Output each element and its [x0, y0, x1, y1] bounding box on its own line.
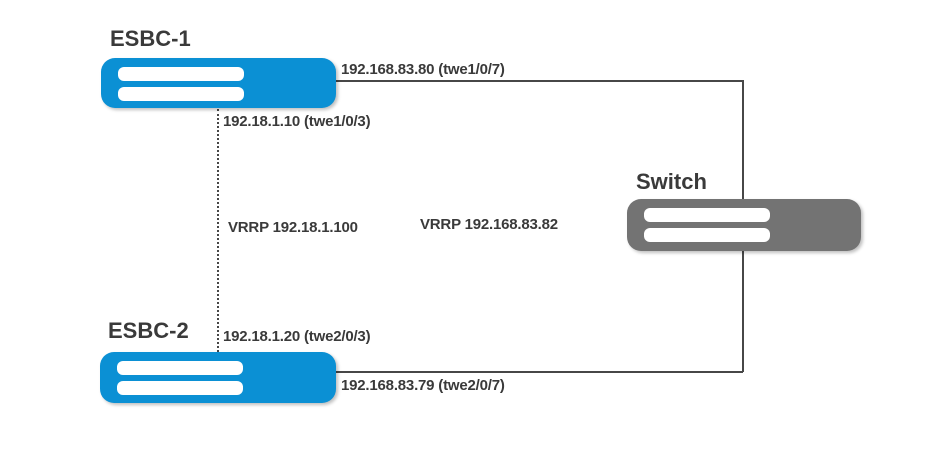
esbc2-device: [100, 352, 336, 403]
label-vrrp-external-ip: VRRP 192.168.83.82: [420, 216, 558, 233]
label-esbc1-uplink-ip: 192.168.83.80 (twe1/0/7): [341, 61, 505, 78]
esbc2-title: ESBC-2: [108, 318, 189, 343]
esbc1-title: ESBC-1: [110, 26, 191, 51]
label-esbc2-uplink-ip: 192.168.83.79 (twe2/0/7): [341, 377, 505, 394]
esbc1-port-bar-2: [118, 87, 244, 101]
esbc2-port-bar-1: [117, 361, 243, 375]
switch-port-bar-1: [644, 208, 770, 222]
label-esbc2-crosslink-ip: 192.18.1.20 (twe2/0/3): [223, 328, 371, 345]
link-line-esbc1-to-switch: [336, 80, 743, 82]
esbc1-port-bar-1: [118, 67, 244, 81]
link-line-esbc2-to-switch: [336, 371, 743, 373]
link-line-esbc1-esbc2-dotted: [217, 109, 219, 352]
switch-port-bar-2: [644, 228, 770, 242]
switch-device: [627, 199, 861, 251]
esbc2-port-bar-2: [117, 381, 243, 395]
esbc1-device: [101, 58, 336, 108]
switch-title: Switch: [636, 169, 707, 194]
label-esbc1-crosslink-ip: 192.18.1.10 (twe1/0/3): [223, 113, 371, 130]
label-vrrp-internal-ip: VRRP 192.18.1.100: [228, 219, 358, 236]
